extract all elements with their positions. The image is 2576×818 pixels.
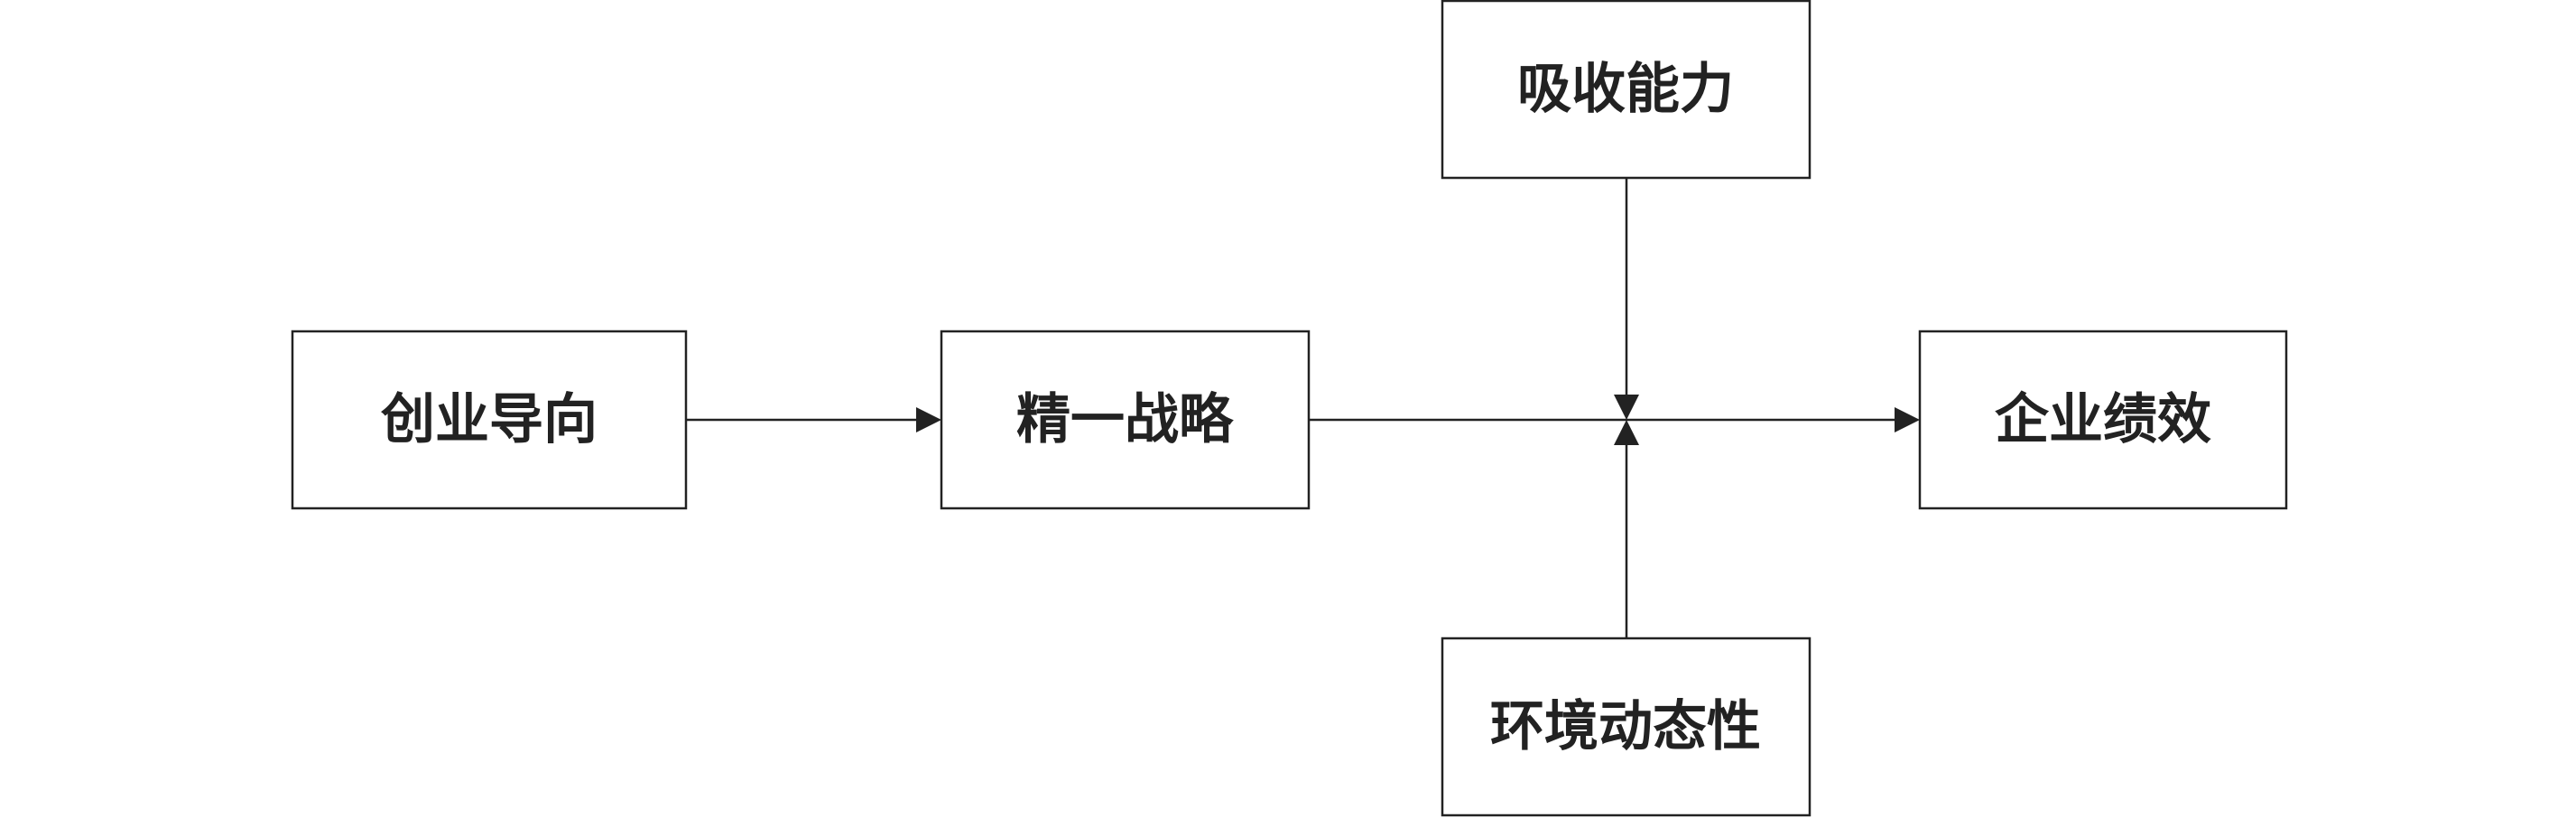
arrowhead-lean-strategy [916, 407, 941, 432]
arrowhead-moderation-top [1614, 395, 1639, 420]
edges [686, 178, 1920, 638]
node-label: 吸收能力 [1517, 58, 1734, 121]
node-entrepreneurial-orientation: 创业导向 [291, 330, 688, 510]
node-label: 精一战略 [1016, 388, 1234, 451]
arrowhead-moderation-bottom [1614, 420, 1639, 445]
node-environmental-dynamism: 环境动态性 [1441, 637, 1812, 817]
arrowhead-firm-performance [1895, 407, 1920, 432]
node-label: 企业绩效 [1995, 388, 2211, 451]
node-absorptive-capacity: 吸收能力 [1441, 0, 1812, 180]
node-lean-strategy: 精一战略 [940, 330, 1311, 510]
node-firm-performance: 企业绩效 [1918, 330, 2288, 510]
node-label: 创业导向 [381, 388, 598, 451]
node-label: 环境动态性 [1490, 695, 1761, 758]
